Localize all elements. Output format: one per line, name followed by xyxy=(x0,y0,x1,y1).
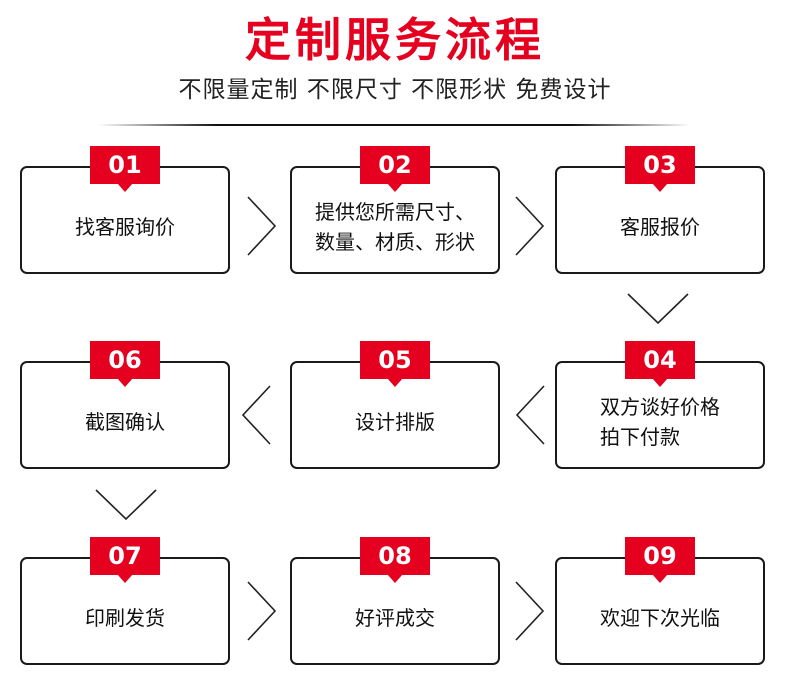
step-text: 截图确认 xyxy=(85,410,165,434)
step-text: 好评成交 xyxy=(355,606,435,630)
step-text: 欢迎下次光临 xyxy=(600,606,720,630)
chevron-down-icon xyxy=(627,293,689,325)
step-number-badge: 09 xyxy=(625,537,695,583)
page-subtitle: 不限量定制 不限尺寸 不限形状 免费设计 xyxy=(178,77,612,103)
step-number-badge: 01 xyxy=(90,146,160,192)
chevron-right-icon xyxy=(247,196,277,256)
step-number-badge: 03 xyxy=(625,146,695,192)
step-number-badge: 05 xyxy=(360,341,430,387)
step-text: 印刷发货 xyxy=(85,606,165,630)
step-text: 客服报价 xyxy=(620,215,700,239)
step-text: 双方谈好价格 拍下付款 xyxy=(600,395,720,449)
chevron-right-icon xyxy=(515,581,545,641)
chevron-left-icon xyxy=(515,385,545,445)
step-text: 设计排版 xyxy=(355,410,435,434)
step-number-badge: 08 xyxy=(360,537,430,583)
step-number-badge: 06 xyxy=(90,341,160,387)
step-text: 找客服询价 xyxy=(75,215,175,239)
chevron-left-icon xyxy=(241,385,271,445)
step-box-09: 欢迎下次光临 xyxy=(555,557,765,665)
chevron-right-icon xyxy=(247,581,277,641)
chevron-right-icon xyxy=(515,196,545,256)
header-divider xyxy=(98,124,690,126)
step-number-badge: 07 xyxy=(90,537,160,583)
step-number-badge: 02 xyxy=(360,146,430,192)
page-title: 定制服务流程 xyxy=(245,13,545,67)
step-text: 提供您所需尺寸、 数量、材质、形状 xyxy=(315,200,475,254)
chevron-down-icon xyxy=(95,489,157,521)
step-number-badge: 04 xyxy=(625,341,695,387)
